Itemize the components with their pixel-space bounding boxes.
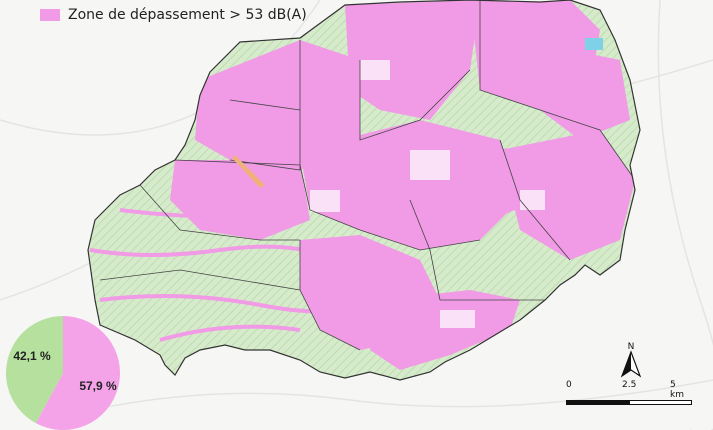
exceedance-pie-chart: 42,1 % 57,9 % — [5, 316, 120, 430]
study-area-outline — [87, 0, 641, 381]
map-legend: Zone de dépassement > 53 dB(A) — [40, 7, 307, 23]
north-arrow: N — [620, 340, 642, 380]
scale-label-end: 5 km — [670, 380, 684, 400]
industrial-feature — [232, 155, 265, 188]
north-arrow-label: N — [628, 342, 635, 352]
legend-swatch-exceedance — [40, 9, 60, 21]
scale-bar-white — [629, 400, 692, 405]
pie-slice-other — [5, 316, 64, 424]
municipal-boundaries — [99, 0, 636, 351]
urban-gaps — [310, 60, 545, 328]
water-feature — [585, 38, 603, 50]
scale-label-0: 0 — [566, 380, 572, 390]
pie-slice-exceedance — [35, 316, 120, 430]
scale-bar: 0 2.5 5 km — [566, 380, 692, 410]
pie-label-other: 42,1 % — [13, 349, 51, 363]
scale-bar-black — [566, 400, 629, 405]
road-corridors — [89, 208, 362, 342]
pie-label-exceedance: 57,9 % — [79, 379, 117, 393]
scale-label-mid: 2.5 — [622, 380, 637, 390]
legend-label: Zone de dépassement > 53 dB(A) — [68, 7, 307, 23]
